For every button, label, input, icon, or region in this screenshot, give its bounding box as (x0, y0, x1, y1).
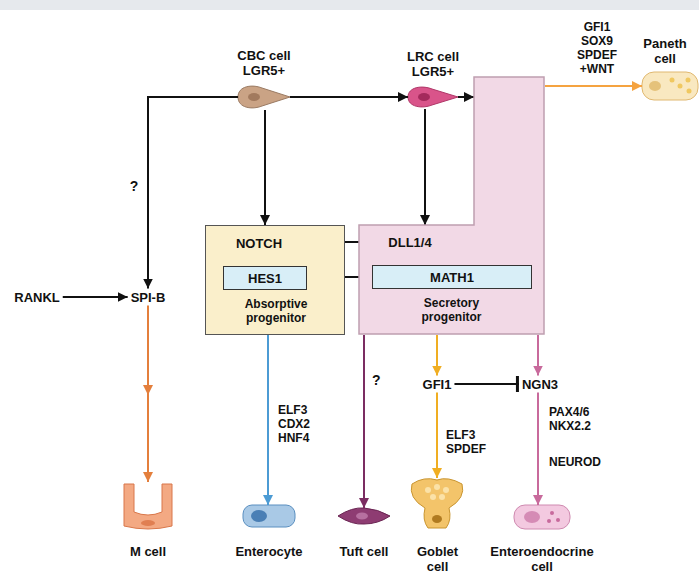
factor-label: NGN3 (519, 376, 561, 393)
cell-body (411, 479, 463, 528)
granule (430, 494, 436, 500)
cell-nucleus (141, 520, 155, 526)
tuft-cell-icon (338, 508, 390, 524)
granule (678, 84, 683, 89)
progenitor-box: Absorptive progenitor NOTCH HES1 (205, 225, 345, 335)
connector (147, 306, 149, 483)
mature-cell: Tuft cell (338, 508, 390, 524)
node-label: Secretory progenitor (402, 296, 502, 324)
granule (443, 487, 449, 493)
node-text: RANKL (14, 290, 60, 305)
m-cell-icon (124, 484, 172, 529)
node-text: NOTCH (236, 236, 282, 251)
signal-label: NOTCH (233, 235, 285, 252)
factor-label: ELF3 SPDEF (446, 428, 492, 456)
granule (434, 484, 440, 490)
cell-body (243, 505, 295, 527)
factor-label: SPI-B (128, 289, 169, 306)
signal-label: RANKL (11, 289, 63, 306)
connector (454, 383, 518, 385)
mature-cell: Goblet cell (410, 478, 465, 528)
cell-body (408, 87, 458, 107)
mature-cell: M cell (124, 482, 172, 528)
signal-label: DLL1/4 (385, 234, 434, 251)
enteroendocrine-cell-icon (514, 505, 570, 529)
connector (537, 393, 539, 506)
node-label: Goblet cell (413, 544, 463, 574)
granule (550, 511, 554, 515)
cell-body (642, 72, 698, 100)
factor-label: GFI1 SOX9 SPDEF +WNT (574, 20, 620, 76)
node-label: Tuft cell (340, 544, 389, 559)
top-band (0, 0, 699, 10)
note-mark: ? (372, 372, 381, 388)
granule (687, 89, 692, 94)
factor-box: HES1 (223, 266, 307, 290)
progenitor-region: Secretory progenitor DLL1/4MATH1 (358, 76, 545, 335)
cell-nucleus (251, 510, 267, 522)
granule (439, 494, 445, 500)
lrc-cell-icon (408, 87, 458, 107)
factor-label: PAX4/6 NKX2.2 (549, 405, 601, 433)
factor-label: ELF3 CDX2 HNF4 (278, 403, 320, 445)
cell-nucleus (356, 513, 368, 520)
factor-label: GFI1 (420, 376, 455, 393)
node-text: HES1 (248, 271, 282, 286)
mature-cell: Enteroendocrine cell (514, 505, 570, 529)
connector (537, 335, 539, 376)
stem-cell: CBC cell LGR5+ (238, 84, 290, 110)
note-mark: ? (130, 178, 139, 194)
connector (436, 393, 438, 479)
cell-nucleus (649, 81, 661, 91)
node-text: SPI-B (131, 290, 166, 305)
node-label: M cell (130, 544, 166, 559)
cell-body (514, 505, 570, 529)
node-label: Enteroendocrine cell (482, 544, 602, 574)
node-label: LRC cell LGR5+ (398, 49, 468, 79)
granule (556, 518, 560, 522)
enterocyte-icon (243, 505, 295, 527)
connector (436, 335, 438, 376)
connector (267, 335, 269, 505)
connector (545, 85, 642, 87)
granule (547, 519, 551, 523)
goblet-cell-icon (411, 479, 463, 528)
cbc-cell-icon (238, 86, 290, 108)
cell-body (124, 484, 172, 529)
mature-cell: Paneth cell (642, 72, 698, 100)
granule (686, 78, 691, 83)
factor-label: NEUROD (549, 455, 601, 469)
node-label: Enterocyte (235, 544, 302, 559)
node-label: Paneth cell (635, 36, 695, 66)
connector (264, 110, 266, 225)
region-shape (359, 77, 544, 334)
granule (670, 78, 675, 83)
node-text: NGN3 (522, 377, 558, 392)
stem-cell: LRC cell LGR5+ (408, 85, 458, 109)
node-label: Absorptive progenitor (226, 297, 326, 325)
node-text: GFI1 (423, 377, 452, 392)
cell-body (238, 86, 290, 108)
connector (363, 335, 365, 508)
cell-nucleus (248, 93, 260, 101)
cell-nucleus (432, 515, 442, 523)
cell-body (338, 508, 390, 524)
cell-nucleus (524, 511, 540, 523)
connector (424, 109, 426, 225)
mature-cell: Enterocyte (243, 505, 295, 527)
factor-box: MATH1 (372, 265, 532, 289)
granule (425, 487, 431, 493)
node-label: CBC cell LGR5+ (229, 48, 299, 78)
connector (290, 96, 408, 98)
connector (458, 96, 474, 98)
connector (63, 296, 128, 298)
cell-nucleus (418, 93, 430, 101)
node-text: DLL1/4 (388, 235, 431, 250)
node-text: MATH1 (430, 270, 474, 285)
paneth-cell-icon (642, 72, 698, 100)
